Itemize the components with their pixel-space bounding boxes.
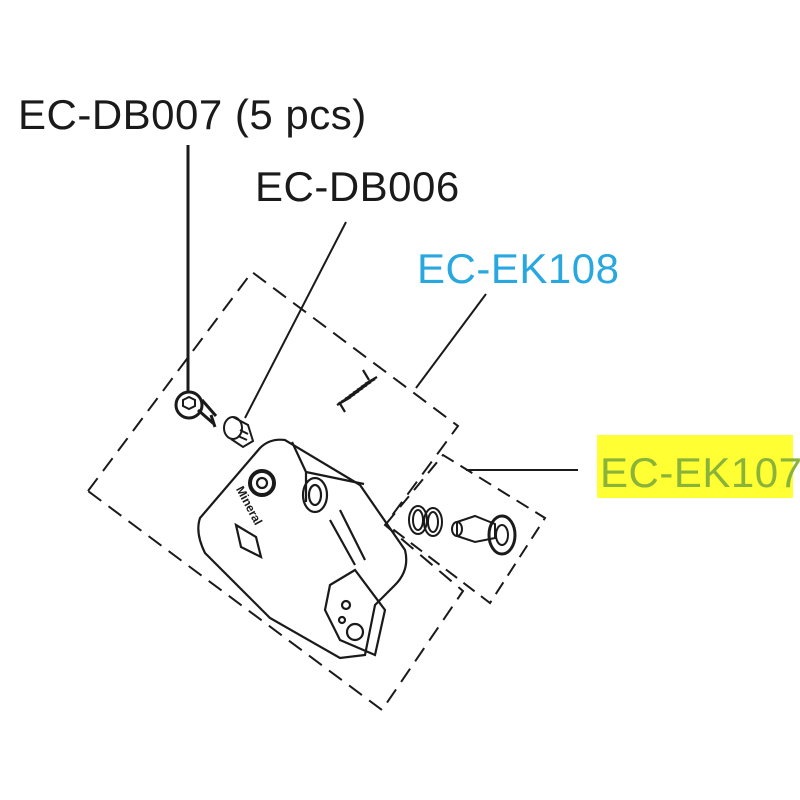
- part-label-ec-db006[interactable]: EC-DB006: [255, 163, 460, 210]
- kit-boundary-ek107: [384, 453, 547, 605]
- valve-piston-part: [451, 514, 517, 556]
- spring-part: [336, 369, 378, 413]
- part-marking: Mineral: [233, 484, 265, 528]
- kit-boundary-ek108: [86, 270, 465, 712]
- plug-part: [223, 416, 255, 449]
- lever-body-part: Mineral: [197, 438, 408, 660]
- part-label-ec-ek108[interactable]: EC-EK108: [417, 245, 620, 292]
- leader-line-plug: [244, 221, 347, 419]
- part-label-ec-ek107-highlighted[interactable]: EC-EK107: [597, 435, 800, 498]
- o-rings-part: [408, 505, 443, 537]
- screw-part: [174, 390, 218, 428]
- leader-line-spring-kit: [415, 293, 487, 389]
- part-label-ec-db007[interactable]: EC-DB007 (5 pcs): [18, 91, 367, 138]
